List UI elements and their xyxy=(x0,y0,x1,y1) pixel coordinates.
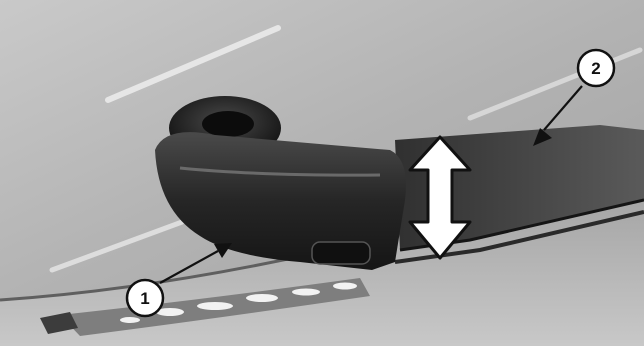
callout-2-number: 2 xyxy=(591,59,600,78)
wiper-arm-slot xyxy=(312,242,370,264)
callout-1-number: 1 xyxy=(140,289,149,308)
wiper-pivot-hole xyxy=(202,111,254,137)
